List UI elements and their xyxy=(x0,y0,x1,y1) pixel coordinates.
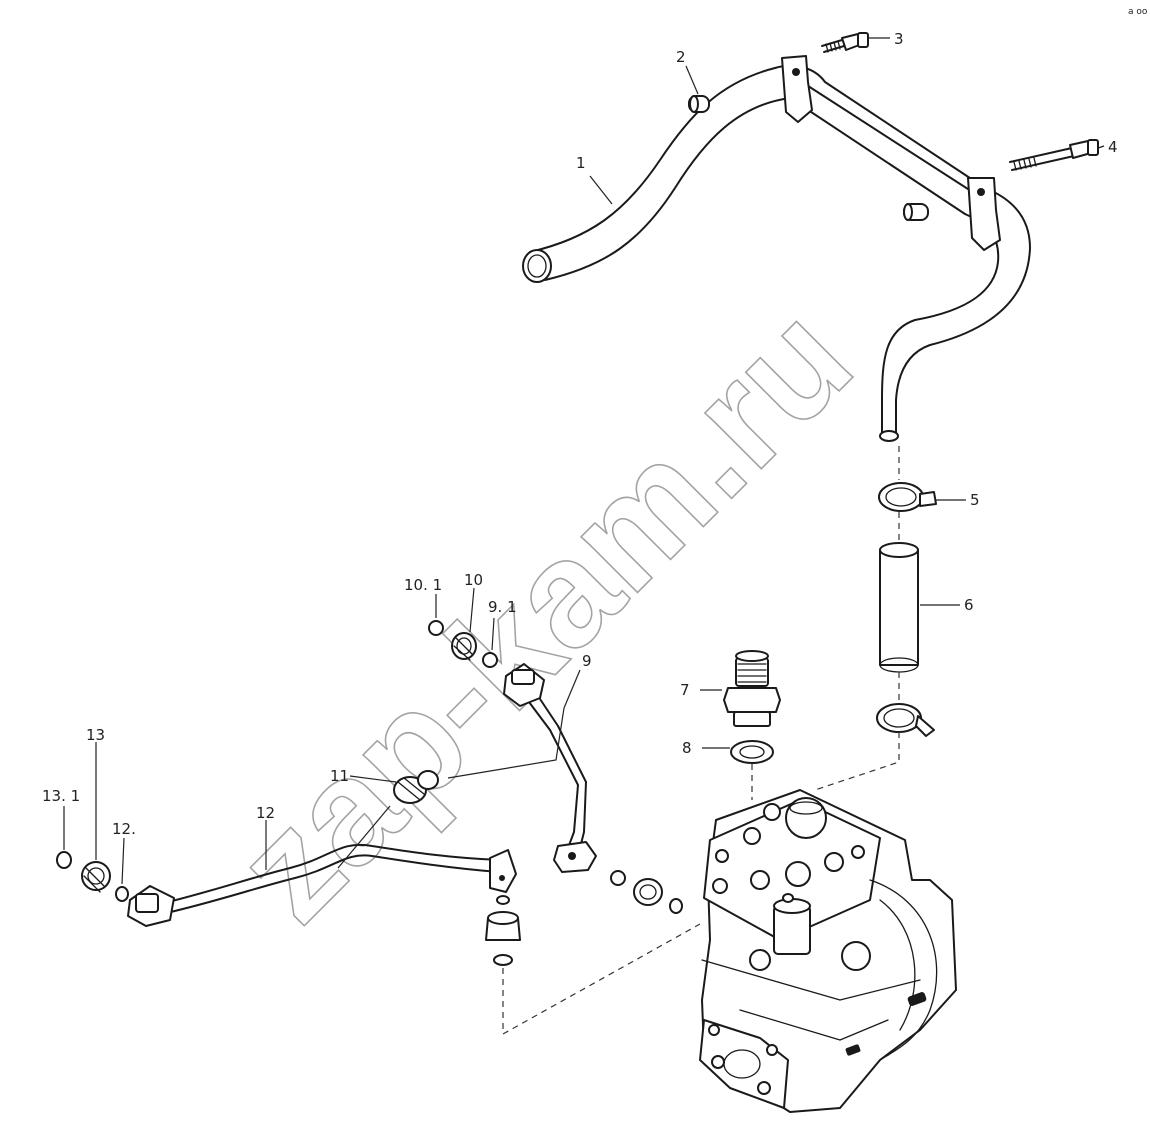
label-10-1: 10. 1 xyxy=(404,576,442,594)
fitting-part-10 xyxy=(451,632,477,661)
label-11: 11 xyxy=(330,767,349,785)
label-13: 13 xyxy=(86,726,105,744)
label-12-dot: 12. xyxy=(112,820,136,838)
fitting-lower xyxy=(485,895,521,966)
clamp-part-5 xyxy=(876,482,937,737)
bolt-part-3 xyxy=(821,32,869,53)
clip-part-11 xyxy=(393,770,439,804)
assembly-lines xyxy=(502,446,900,1036)
oring-part-9-1 xyxy=(482,652,498,668)
label-10: 10 xyxy=(464,571,483,589)
oring-part-13-1 xyxy=(56,851,72,869)
bolt-part-4 xyxy=(1009,139,1099,171)
label-6: 6 xyxy=(964,596,974,614)
pipe-part-1 xyxy=(522,55,1031,442)
sleeve-part-2 xyxy=(688,95,929,221)
label-5: 5 xyxy=(970,491,980,509)
fitting-right xyxy=(610,870,683,914)
corner-mark: a oo xyxy=(1128,7,1148,17)
leader-lines xyxy=(63,37,1105,885)
label-8: 8 xyxy=(682,739,692,757)
label-1: 1 xyxy=(576,154,586,172)
tube-part-12 xyxy=(115,843,517,927)
compressor xyxy=(699,789,957,1113)
hose-part-6 xyxy=(879,542,919,673)
label-3: 3 xyxy=(894,30,904,48)
oring-part-10-1 xyxy=(428,620,444,636)
label-9-1: 9. 1 xyxy=(488,598,517,616)
tube-part-9 xyxy=(503,663,597,873)
washer-part-8 xyxy=(730,740,774,764)
fitting-part-7 xyxy=(723,650,781,727)
label-4: 4 xyxy=(1108,138,1118,156)
label-13-1: 13. 1 xyxy=(42,787,80,805)
label-7: 7 xyxy=(680,681,690,699)
label-12: 12 xyxy=(256,804,275,822)
label-9: 9 xyxy=(582,652,592,670)
label-2: 2 xyxy=(676,48,686,66)
fitting-part-13 xyxy=(81,861,111,893)
